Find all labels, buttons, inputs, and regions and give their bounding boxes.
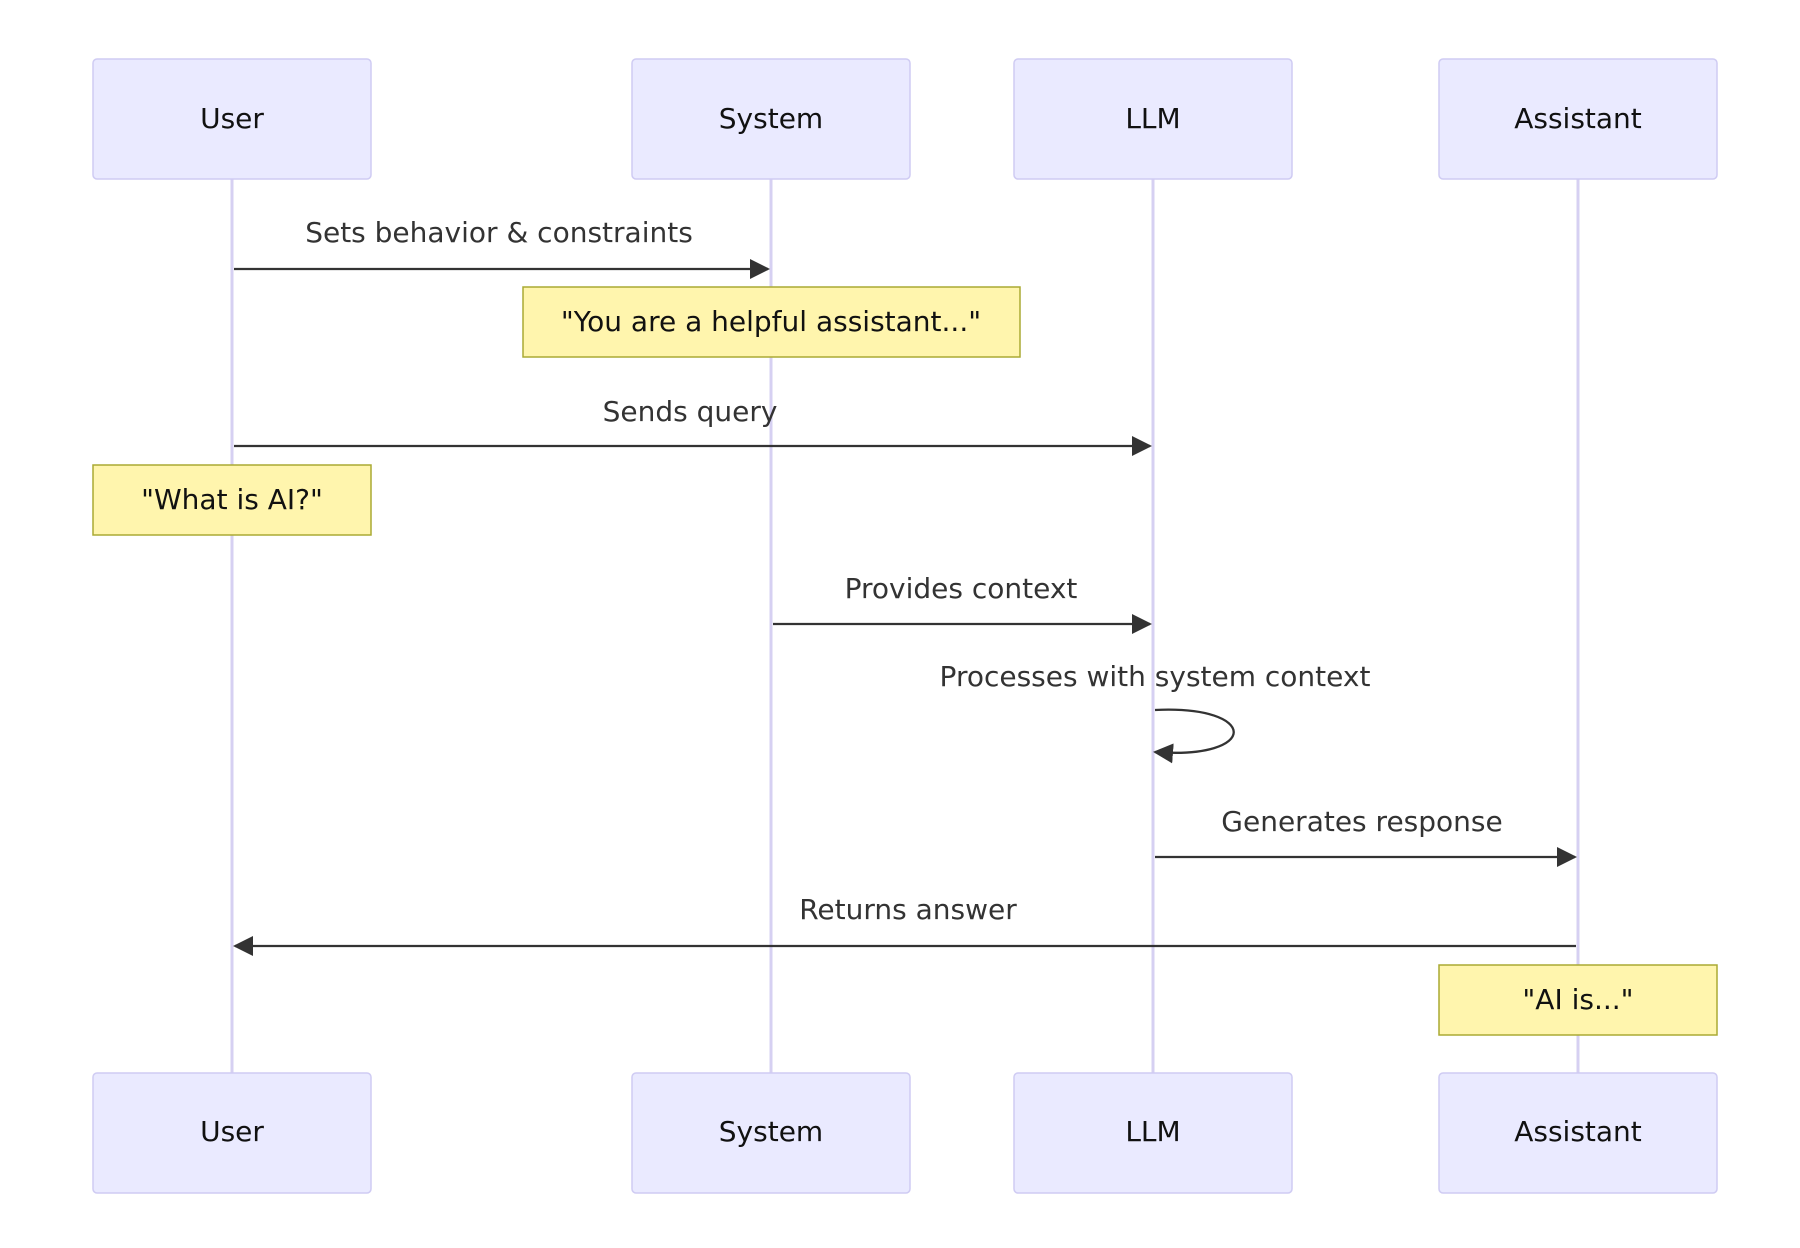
actor-label: System xyxy=(719,1115,823,1148)
message-label-returns-answer: Returns answer xyxy=(799,893,1017,926)
message-label-provides-context: Provides context xyxy=(845,572,1078,605)
note-text: "AI is..." xyxy=(1522,983,1633,1016)
actor-label: LLM xyxy=(1125,1115,1180,1148)
actor-bottom-llm: LLM xyxy=(1013,1072,1293,1194)
note-system-prompt: "You are a helpful assistant..." xyxy=(522,286,1021,358)
note-assistant-answer: "AI is..." xyxy=(1438,964,1718,1036)
message-label-processes: Processes with system context xyxy=(940,660,1371,693)
message-label-sends-query: Sends query xyxy=(603,395,778,428)
actor-label: System xyxy=(719,102,823,135)
message-label-generates-response: Generates response xyxy=(1221,805,1502,838)
actor-label: LLM xyxy=(1125,102,1180,135)
message-arrow-processes-loop xyxy=(1153,708,1235,764)
note-user-query: "What is AI?" xyxy=(92,464,372,536)
actor-bottom-user: User xyxy=(92,1072,372,1194)
message-label-sets-behavior: Sets behavior & constraints xyxy=(305,216,693,249)
note-text: "What is AI?" xyxy=(141,483,323,516)
actor-top-assistant: Assistant xyxy=(1438,58,1718,180)
actor-label: User xyxy=(200,102,264,135)
actor-bottom-assistant: Assistant xyxy=(1438,1072,1718,1194)
actor-bottom-system: System xyxy=(631,1072,911,1194)
actor-label: Assistant xyxy=(1514,1115,1642,1148)
actor-top-llm: LLM xyxy=(1013,58,1293,180)
note-text: "You are a helpful assistant..." xyxy=(561,305,981,338)
actor-label: Assistant xyxy=(1514,102,1642,135)
actor-top-system: System xyxy=(631,58,911,180)
actor-top-user: User xyxy=(92,58,372,180)
actor-label: User xyxy=(200,1115,264,1148)
